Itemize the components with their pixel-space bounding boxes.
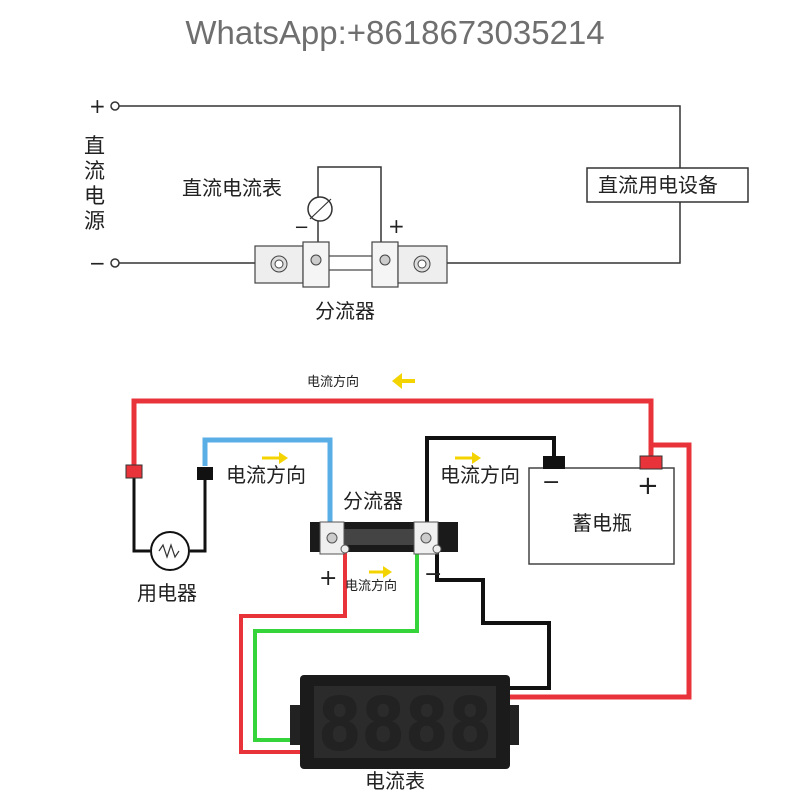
right-flow-label: 电流方向 xyxy=(440,463,520,487)
whatsapp-contact: WhatsApp:+8618673035214 xyxy=(185,14,605,51)
meter-label: 直流电流表 xyxy=(182,176,282,200)
ammeter-display: 8888 xyxy=(318,682,492,768)
negative-terminal xyxy=(110,258,120,268)
top-shunt-label: 分流器 xyxy=(315,299,375,323)
source-label-char-3: 电 xyxy=(84,184,105,208)
source-label-char-4: 源 xyxy=(84,209,105,233)
meter-plus-sign: + xyxy=(388,214,405,238)
source-label-char-1: 直 xyxy=(84,134,105,158)
battery-plus-sign: + xyxy=(637,471,659,501)
shunt-flow-arrow xyxy=(369,566,392,578)
shunt-plus-sign: + xyxy=(319,566,337,591)
black-wire-shunt-to-battery xyxy=(425,436,556,522)
red-wire-shunt-plus-to-meter xyxy=(239,553,347,754)
top-flow-label: 电流方向 xyxy=(307,374,359,390)
appliance-symbol-wave xyxy=(158,543,180,559)
ammeter-label: 电流表 xyxy=(365,769,425,793)
bottom-shunt-label: 分流器 xyxy=(343,489,403,513)
ammeter-screen xyxy=(314,686,496,758)
top-flow-arrow xyxy=(392,373,415,389)
shunt-minus-sign: − xyxy=(424,562,442,587)
top-positive-wire xyxy=(119,105,681,170)
right-flow-arrow xyxy=(455,452,481,464)
battery-minus-sign: − xyxy=(542,470,560,495)
bottom-shunt xyxy=(310,521,458,555)
left-flow-label: 电流方向 xyxy=(226,463,306,487)
top-load-return-wire xyxy=(447,200,681,264)
left-flow-arrow xyxy=(262,452,288,464)
appliance-label: 用电器 xyxy=(137,581,197,605)
meter-symbol-needle xyxy=(309,198,332,220)
battery-label: 蓄电瓶 xyxy=(572,511,632,535)
positive-terminal xyxy=(110,101,120,111)
appliance-connector-left xyxy=(125,464,143,479)
shunt-right-block xyxy=(371,241,448,288)
battery-box xyxy=(528,467,675,565)
shunt-left-block xyxy=(254,241,330,288)
green-wire xyxy=(253,553,419,742)
blue-wire xyxy=(202,437,333,522)
bottom-circuit: 用电器 电流方向 电流方向 电流方向 电流方向 xyxy=(125,373,692,793)
red-wire-battery-to-meter xyxy=(510,442,692,700)
source-label-char-2: 流 xyxy=(84,159,105,183)
shunt-flow-label: 电流方向 xyxy=(345,578,397,594)
ammeter: 8888 xyxy=(290,675,519,769)
black-wire-appliance-left xyxy=(132,478,150,553)
load-device-label: 直流用电设备 xyxy=(598,173,718,197)
ammeter-digits: 8888 xyxy=(318,682,492,768)
appliance-symbol xyxy=(150,531,190,571)
load-device-box xyxy=(586,167,749,203)
source-minus-sign: − xyxy=(89,251,106,275)
source-plus-sign: + xyxy=(89,94,106,118)
appliance-connector-right xyxy=(197,467,213,480)
black-wire-appliance-right xyxy=(190,478,207,553)
top-circuit: + − 直 流 电 源 直流用电设备 直流电流表 − + xyxy=(84,94,749,323)
meter-minus-sign: − xyxy=(294,217,309,238)
battery-negative-terminal xyxy=(543,456,565,469)
red-wire-top-loop xyxy=(131,398,654,465)
black-wire-shunt-minus-to-meter xyxy=(435,553,551,690)
battery-positive-terminal xyxy=(639,455,663,470)
